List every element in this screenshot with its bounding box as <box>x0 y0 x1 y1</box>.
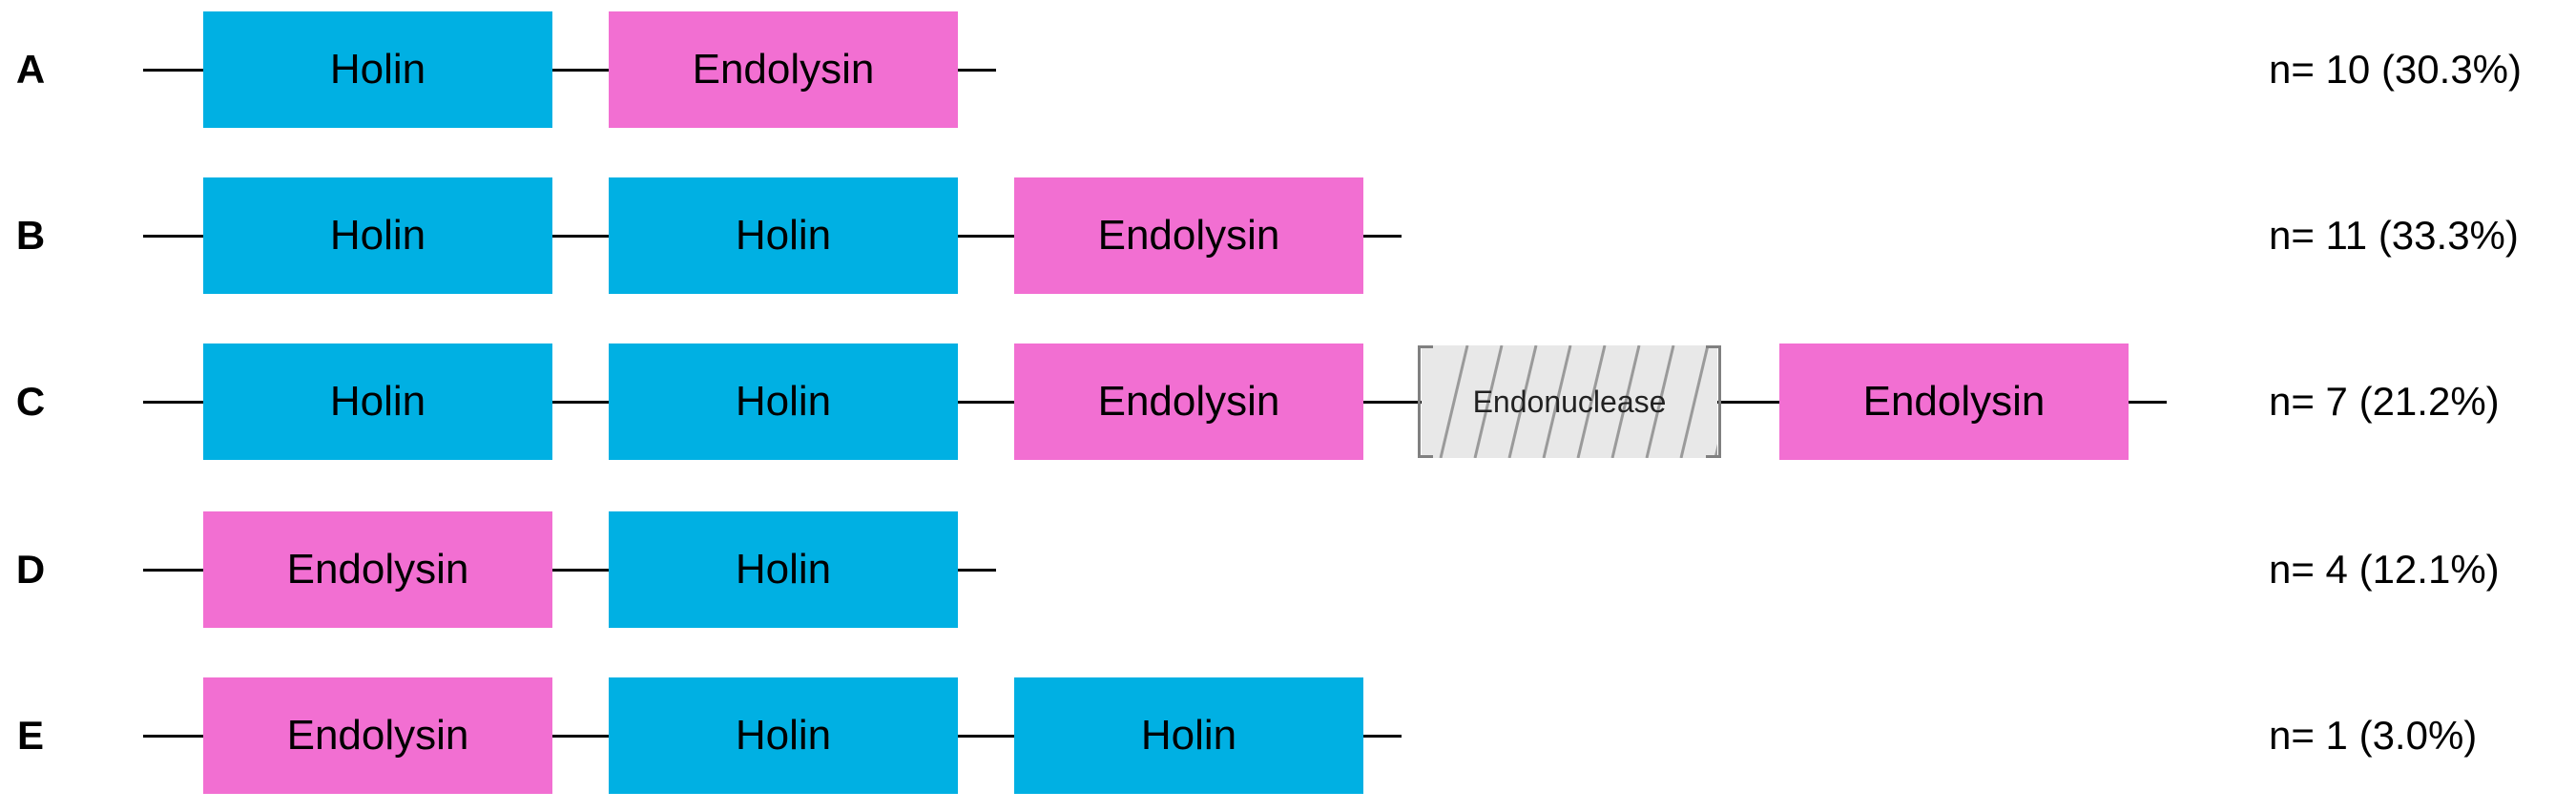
row-count: n= 10 (30.3%) <box>2269 47 2523 92</box>
holin-gene-box: Holin <box>609 344 958 460</box>
pathway-row-d: D Endolysin Holin n= 4 (12.1%) <box>0 508 2576 632</box>
pathway-row-a: A Holin Endolysin n= 10 (30.3%) <box>0 8 2576 132</box>
hatch-line <box>1507 345 1538 458</box>
row-count: n= 7 (21.2%) <box>2269 379 2500 424</box>
endolysin-gene-box: Endolysin <box>1014 344 1363 460</box>
holin-gene-box: Holin <box>1014 677 1363 794</box>
hatch-line <box>1679 345 1710 458</box>
holin-gene-box: Holin <box>609 177 958 294</box>
endolysin-gene-box: Endolysin <box>203 511 552 628</box>
row-count: n= 11 (33.3%) <box>2269 213 2519 258</box>
endolysin-gene-box: Endolysin <box>1779 344 2129 460</box>
row-label: C <box>15 379 46 424</box>
row-count: n= 1 (3.0%) <box>2269 713 2478 758</box>
hatch-line <box>1439 345 1469 458</box>
endolysin-gene-box: Endolysin <box>609 11 958 128</box>
row-label: E <box>16 713 44 758</box>
bracket-right <box>1706 345 1721 458</box>
dna-backbone-line <box>143 69 996 72</box>
pathway-row-e: E Endolysin Holin Holin n= 1 (3.0%) <box>0 674 2576 798</box>
holin-gene-box: Holin <box>203 11 552 128</box>
hatch-line <box>1610 345 1641 458</box>
endolysin-gene-box: Endolysin <box>203 677 552 794</box>
holin-gene-box: Holin <box>609 511 958 628</box>
row-label: A <box>15 47 46 92</box>
hatch-line <box>1542 345 1572 458</box>
dna-backbone-line <box>143 569 996 572</box>
pathway-row-c: C Holin Holin Endolysin Endonuclease Endolysi… <box>0 340 2576 464</box>
holin-gene-box: Holin <box>203 344 552 460</box>
gene-label: Endonuclease <box>1472 384 1667 419</box>
row-count: n= 4 (12.1%) <box>2269 547 2500 592</box>
row-label: D <box>15 547 46 592</box>
hatch-line <box>1576 345 1607 458</box>
hatch-pattern <box>1439 345 1717 458</box>
hatch-line <box>1473 345 1504 458</box>
endolysin-gene-box: Endolysin <box>1014 177 1363 294</box>
row-label: B <box>15 213 46 258</box>
holin-gene-box: Holin <box>609 677 958 794</box>
hatch-line <box>1645 345 1675 458</box>
endonuclease-gene-box: Endonuclease <box>1422 345 1717 458</box>
holin-gene-box: Holin <box>203 177 552 294</box>
pathway-row-b: B Holin Holin Endolysin n= 11 (33.3%) <box>0 174 2576 298</box>
bracket-left <box>1418 345 1433 458</box>
